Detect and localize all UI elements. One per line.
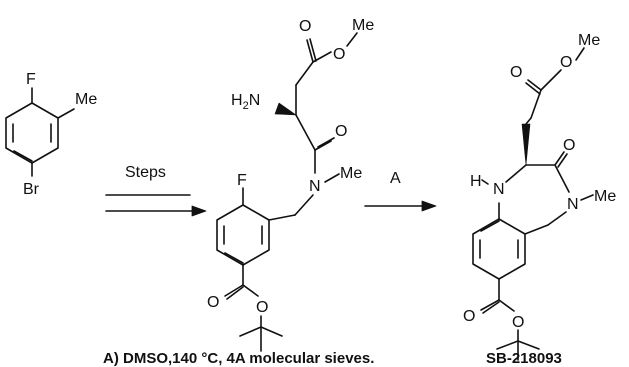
ester-carbonyl-oxygen-label: O [299, 18, 311, 35]
fluorine-label: F [26, 71, 36, 88]
ester-oxygen-label: O [333, 46, 345, 63]
carbonyl-oxygen-label: O [207, 294, 219, 311]
reaction-arrow-a: A [364, 170, 437, 212]
conditions-caption: A) DMSO,140 °C, 4A molecular sieves. [103, 350, 374, 367]
intermediate-structure: F N Me O H2N O O Me O O [207, 17, 374, 352]
amine-label: H2N [231, 92, 260, 112]
amide-oxygen-label: O [335, 123, 347, 140]
lactam-oxygen-label: O [563, 137, 575, 154]
methyl-label: Me [75, 91, 97, 108]
ester-oxygen-label: O [512, 314, 524, 331]
ester-methyl-label: Me [578, 32, 600, 49]
product-name-caption: SB-218093 [486, 350, 562, 367]
ester-oxygen-label: O [256, 299, 268, 316]
amide-nitrogen-label: N [309, 178, 321, 195]
nh-hydrogen-label: H [470, 173, 482, 190]
fluorine-label: F [237, 172, 247, 189]
steps-arrow: Steps [105, 164, 207, 217]
bromine-label: Br [23, 181, 40, 198]
ester-oxygen-label: O [560, 54, 572, 71]
n-methyl-label: Me [594, 188, 616, 205]
carbonyl-oxygen-label: O [463, 308, 475, 325]
ring-nitrogen-label: N [493, 181, 505, 198]
product-structure: N H O N Me O O Me O O [463, 32, 616, 361]
starting-material-structure: F Me Br [5, 71, 97, 198]
steps-label: Steps [125, 164, 166, 181]
reagent-label: A [390, 170, 401, 187]
lactam-nitrogen-label: N [567, 196, 579, 213]
n-methyl-label: Me [340, 165, 362, 182]
ester-carbonyl-oxygen-label: O [510, 64, 522, 81]
ester-methyl-label: Me [352, 17, 374, 34]
